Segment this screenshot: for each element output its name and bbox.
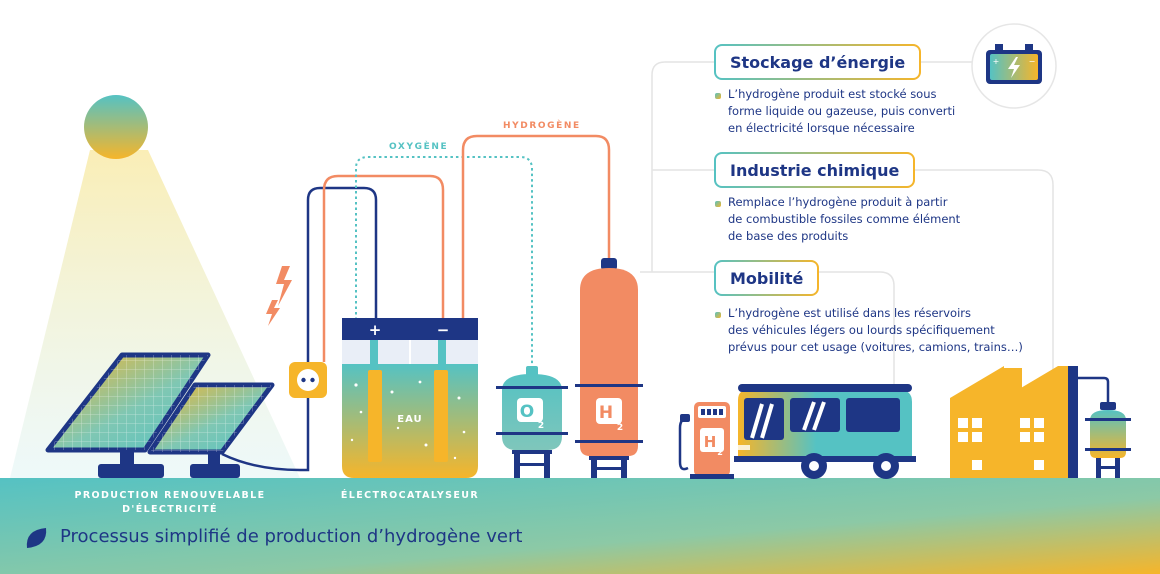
production-label-line1: PRODUCTION RENOUVELABLE	[74, 490, 266, 501]
desc-line: L’hydrogène produit est stocké sous	[728, 87, 937, 101]
production-label-line2: D'ÉLECTRICITÉ	[122, 504, 218, 515]
electrolyzer-tank	[342, 318, 478, 478]
pipes	[306, 134, 611, 372]
h2-subscript: 2	[617, 423, 623, 433]
o2-letter: O	[520, 402, 534, 422]
cathode-sign: −	[437, 321, 450, 339]
section-desc-mobility: L’hydrogène est utilisé dans les réservo…	[728, 305, 1023, 356]
section-desc-chemistry: Remplace l’hydrogène produit à partir de…	[728, 194, 960, 245]
o2-subscript: 2	[538, 421, 544, 431]
desc-line: des véhicules légers ou lourds spécifiqu…	[728, 323, 995, 337]
section-title-storage: Stockage d’énergie	[714, 44, 921, 80]
hydrogen-tank	[575, 258, 643, 478]
section-title-chemistry: Industrie chimique	[714, 152, 915, 188]
pump-h-subscript: 2	[717, 448, 723, 457]
oxygen-tank	[496, 366, 568, 478]
svg-text:−: −	[1029, 57, 1036, 66]
section-connectors	[640, 61, 1054, 386]
desc-line: forme liquide ou gazeuse, puis converti	[728, 104, 956, 118]
bullet-icon	[715, 93, 721, 99]
bus-icon	[734, 384, 916, 479]
hydrogen-pump	[678, 402, 734, 479]
desc-line: de combustible fossiles comme élément	[728, 212, 961, 226]
solar-panels	[45, 352, 310, 478]
section-title-mobility: Mobilité	[714, 260, 819, 296]
anode-sign: +	[369, 321, 382, 339]
desc-line: L’hydrogène est utilisé dans les réservo…	[728, 306, 971, 320]
hydrogen-label: HYDROGÈNE	[503, 121, 581, 131]
desc-line: prévus pour cet usage (voitures, camions…	[728, 340, 1023, 354]
lightning-icon	[266, 266, 292, 326]
h2-letter: H	[599, 403, 613, 423]
leaf-icon	[26, 528, 47, 548]
oxygen-label: OXYGÈNE	[389, 142, 449, 152]
ground-band	[0, 478, 1160, 574]
desc-line: de base des produits	[728, 229, 849, 243]
svg-text:+: +	[993, 57, 1000, 66]
desc-line: Remplace l’hydrogène produit à partir	[728, 195, 948, 209]
battery-icon: + −	[971, 23, 1057, 109]
pump-h-letter: H	[704, 433, 717, 451]
production-label: PRODUCTION RENOUVELABLE D'ÉLECTRICITÉ	[62, 490, 278, 515]
power-socket-icon	[289, 362, 327, 398]
factory-icon	[950, 366, 1131, 478]
diagram-caption: Processus simplifié de production d’hydr…	[60, 526, 523, 547]
water-label: EAU	[397, 414, 422, 425]
bullet-icon	[715, 201, 721, 207]
section-desc-storage: L’hydrogène produit est stocké sous form…	[728, 86, 955, 137]
sun-icon	[84, 95, 148, 159]
bullet-icon	[715, 312, 721, 318]
electrolyzer-label: ÉLECTROCATALYSEUR	[340, 490, 480, 501]
desc-line: en électricité lorsque nécessaire	[728, 121, 915, 135]
